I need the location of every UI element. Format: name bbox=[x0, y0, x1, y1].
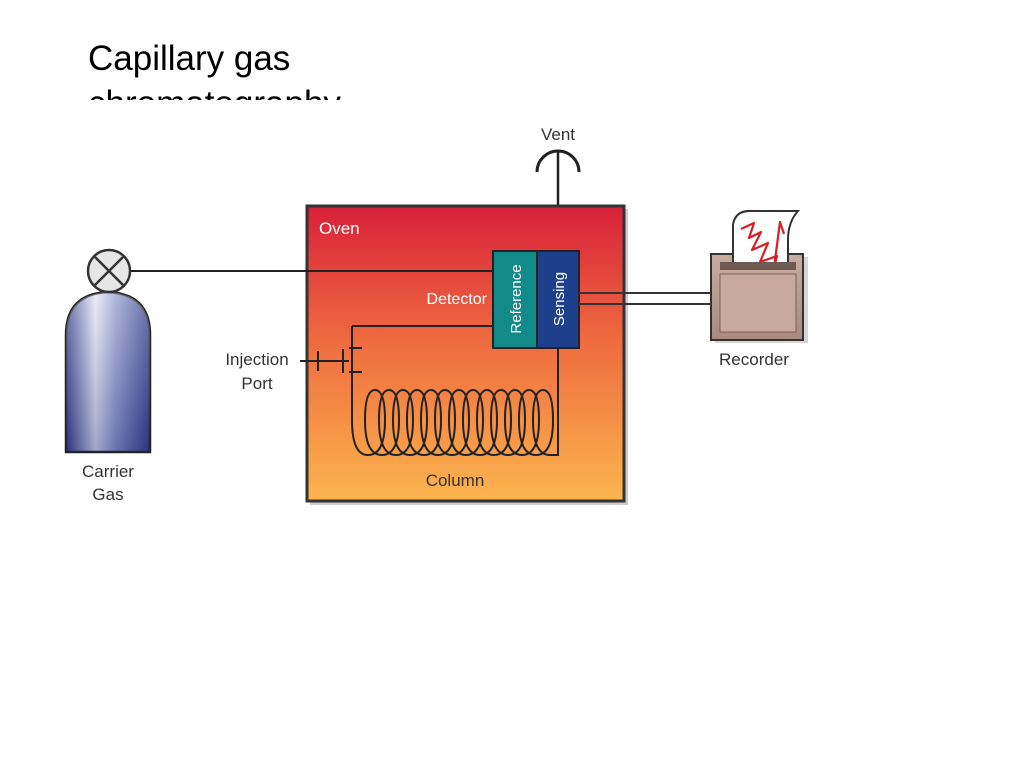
recorder-label: Recorder bbox=[719, 350, 789, 369]
column-label: Column bbox=[426, 471, 485, 490]
carrier-gas-cylinder: Carrier Gas bbox=[64, 248, 152, 504]
recorder-window bbox=[719, 273, 797, 333]
vent-label: Vent bbox=[541, 125, 575, 144]
detector-label: Detector bbox=[427, 291, 488, 308]
slide-title: Capillary gas chromatography bbox=[88, 36, 388, 100]
detector: Reference Sensing bbox=[492, 250, 580, 349]
sensing-label: Sensing bbox=[551, 272, 568, 326]
valve-cross-2 bbox=[94, 256, 124, 286]
column-coil bbox=[351, 348, 559, 457]
slide-title-line-1: Capillary gas bbox=[88, 39, 291, 78]
signal-cable bbox=[579, 292, 712, 305]
slide-title-line-2: chromatography bbox=[88, 81, 388, 100]
column-path bbox=[300, 325, 559, 457]
injection-port: Injection Port bbox=[225, 350, 288, 393]
reference-label: Reference bbox=[508, 264, 525, 333]
injection-label-line-2: Port bbox=[241, 374, 272, 393]
oven-label: Oven bbox=[319, 219, 360, 238]
recorder-trace bbox=[740, 220, 786, 270]
sensing-cell bbox=[536, 250, 580, 349]
carrier-label-line-2: Gas bbox=[92, 485, 123, 504]
injection-label-line-1: Injection bbox=[225, 350, 288, 369]
recorder: Recorder bbox=[710, 209, 808, 369]
cylinder-shade bbox=[66, 292, 150, 452]
carrier-label-line-1: Carrier bbox=[82, 462, 134, 481]
reference-cell bbox=[492, 250, 538, 349]
recorder-slot bbox=[720, 262, 796, 270]
